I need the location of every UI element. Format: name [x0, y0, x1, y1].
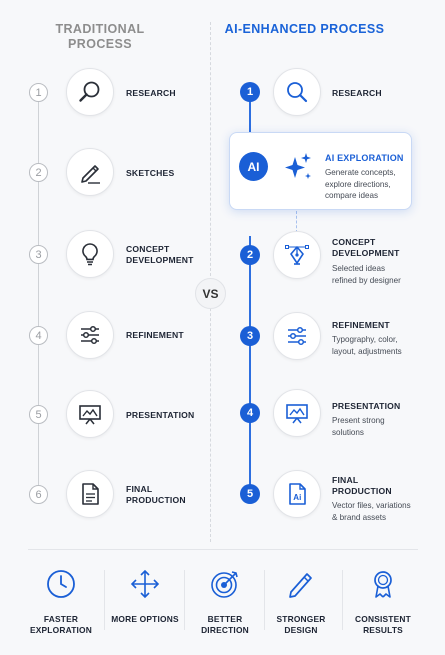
lightbulb-icon: [66, 230, 114, 278]
traditional-step-label: SKETCHES: [126, 168, 175, 178]
traditional-step-number: 3: [29, 245, 48, 264]
ai-timeline-line: [249, 236, 251, 492]
ai-step-description: Selected ideas refined by designer: [332, 264, 401, 285]
traditional-step-label: PRESENTATION: [126, 410, 195, 420]
pencil-icon: [66, 148, 114, 196]
benefit-item: BETTER DIRECTION: [186, 568, 264, 636]
ai-exploration-title: AI EXPLORATION: [325, 153, 404, 163]
arrows-icon: [130, 569, 160, 599]
ai-timeline-line: [249, 100, 251, 132]
benefit-label: BETTER DIRECTION: [201, 614, 249, 635]
sliders-icon: [66, 311, 114, 359]
ai-step-title: FINAL PRODUCTION: [332, 475, 392, 496]
benefits-divider: [28, 549, 418, 550]
benefit-separator: [104, 570, 105, 630]
traditional-step-number: 6: [29, 485, 48, 504]
ai-file-icon: Ai: [273, 470, 321, 518]
traditional-step-number: 1: [29, 83, 48, 102]
pen-icon: [289, 573, 312, 598]
ai-step-description: Typography, color, layout, adjustments: [332, 335, 402, 356]
benefit-item: MORE OPTIONS: [106, 568, 184, 625]
traditional-step-label: REFINEMENT: [126, 330, 184, 340]
magnifier-icon: [273, 68, 321, 116]
ai-step-description: Present strong solutions: [332, 416, 385, 437]
magnifier-icon: [66, 68, 114, 116]
benefit-item: STRONGER DESIGN: [262, 568, 340, 636]
sliders-icon: [273, 312, 321, 360]
ai-step-title: CONCEPT DEVELOPMENT: [332, 237, 400, 258]
ai-step-title: PRESENTATION: [332, 401, 401, 411]
ai-step-number: 2: [240, 245, 260, 265]
traditional-step-number: 2: [29, 163, 48, 182]
document-icon: [66, 470, 114, 518]
ai-connector-dash: [296, 211, 297, 233]
traditional-timeline-line: [38, 100, 39, 488]
ai-step-number: 1: [240, 82, 260, 102]
benefit-label: FASTER EXPLORATION: [29, 614, 93, 635]
traditional-step-number: 5: [29, 405, 48, 424]
traditional-step-number: 4: [29, 326, 48, 345]
sparkle-icon: [285, 153, 311, 179]
benefit-label: MORE OPTIONS: [111, 614, 179, 624]
clock-icon: [47, 570, 75, 598]
ai-step-number: 4: [240, 403, 260, 423]
traditional-step-label: RESEARCH: [126, 88, 176, 98]
award-icon: [374, 571, 392, 598]
benefit-separator: [264, 570, 265, 630]
benefit-item: CONSISTENT RESULTS: [344, 568, 422, 636]
vs-badge: VS: [195, 278, 226, 309]
benefit-separator: [184, 570, 185, 630]
ai-step-number: 3: [240, 326, 260, 346]
traditional-column-title: TRADITIONAL PROCESS: [55, 22, 145, 51]
ai-step-title: REFINEMENT: [332, 320, 390, 330]
ai-exploration-card: AI AI EXPLORATION Generate concepts, exp…: [229, 132, 412, 210]
benefit-label: STRONGER DESIGN: [276, 614, 326, 635]
presentation-board-icon: [273, 389, 321, 437]
ai-exploration-description: Generate concepts, explore directions, c…: [325, 168, 396, 200]
ai-badge: AI: [239, 152, 268, 181]
benefit-item: FASTER EXPLORATION: [22, 568, 100, 636]
ai-step-number: 5: [240, 484, 260, 504]
ai-column-title: AI-ENHANCED PROCESS: [224, 22, 385, 36]
presentation-board-icon: [66, 390, 114, 438]
traditional-step-label: FINAL PRODUCTION: [126, 484, 186, 505]
target-icon: [211, 571, 238, 598]
benefit-label: CONSISTENT RESULTS: [355, 614, 411, 635]
benefit-separator: [342, 570, 343, 630]
ai-step-title: RESEARCH: [332, 88, 382, 98]
traditional-step-label: CONCEPT DEVELOPMENT: [126, 244, 194, 265]
ai-file-label: Ai: [293, 493, 301, 502]
pen-tool-icon: [273, 231, 321, 279]
ai-step-description: Vector files, variations & brand assets: [332, 501, 411, 522]
